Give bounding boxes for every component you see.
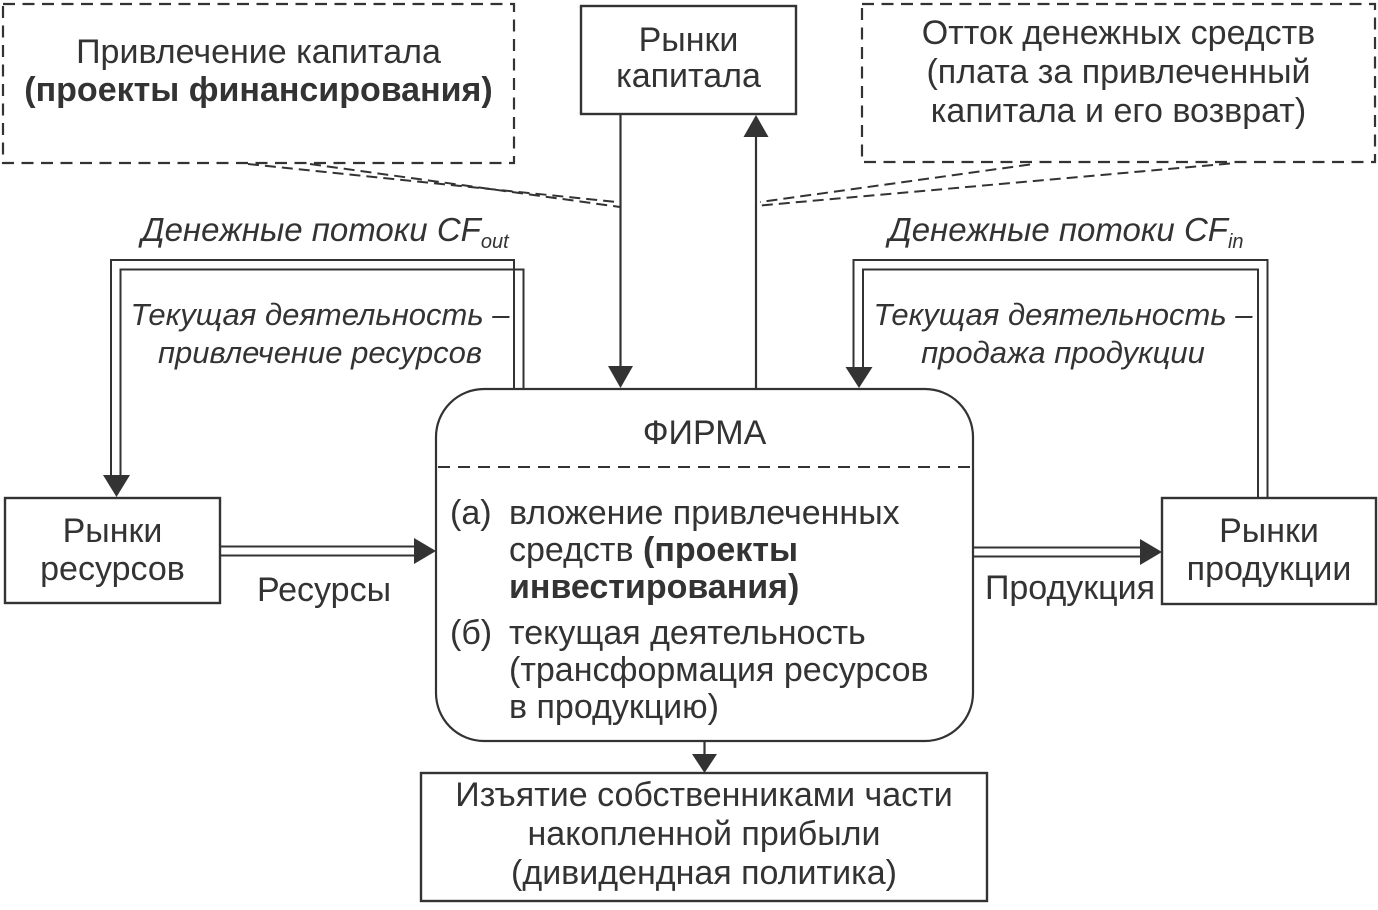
firm-item-b-line3: в продукцию) — [509, 688, 719, 726]
dividends-box: Изъятие собственниками части накопленной… — [421, 776, 987, 893]
product-markets-line1: Рынки — [1219, 512, 1319, 550]
firm-item-a-line3: инвестирования) — [509, 568, 800, 606]
right-loop-line1: Текущая деятельность – — [873, 297, 1253, 332]
product-markets-box: Рынки продукции — [1162, 512, 1376, 588]
resource-markets-box: Рынки ресурсов — [5, 512, 220, 588]
cf-out-label: Денежные потоки CFout — [125, 211, 525, 261]
product-markets-line2: продукции — [1186, 550, 1352, 588]
cf-out-subscript: out — [480, 231, 509, 253]
cf-in-text: Денежные потоки CF — [888, 211, 1228, 248]
financing-box: Привлечение капитала (проекты финансиров… — [3, 33, 514, 109]
outflow-line3: капитала и его возврат) — [930, 92, 1307, 130]
resource-markets-line1: Рынки — [62, 512, 163, 550]
outflow-box: Отток денежных средств (плата за привлеч… — [862, 14, 1375, 131]
resource-markets-box-border — [3, 496, 222, 605]
outflow-box-border — [860, 2, 1377, 164]
firm-item-a-line2-bold: (проекты — [643, 531, 799, 569]
dividends-line3: (дивидендная политика) — [511, 854, 897, 892]
firm-item-b-text: текущая деятельность (трансформация ресу… — [509, 615, 930, 726]
firm-item-a-line1: вложение привлеченных — [509, 494, 900, 532]
firm-item-a: (а) вложение привлеченных средств (проек… — [450, 495, 930, 606]
firm-item-b-marker: (б) — [450, 614, 493, 652]
products-arrow — [973, 539, 1162, 565]
product-markets-box-border — [1160, 496, 1378, 606]
dividends-line2: накопленной прибыли — [527, 815, 881, 853]
cf-in-label: Денежные потоки CFin — [866, 211, 1266, 261]
financing-box-border — [1, 2, 516, 165]
capital-markets-box: Рынки капитала — [581, 22, 796, 94]
firm-item-a-line2-normal: средств — [509, 531, 634, 569]
arrow-capital-to-firm — [608, 115, 633, 388]
firm-item-b-line2: (трансформация ресурсов — [509, 651, 929, 689]
capital-markets-box-border — [579, 4, 798, 116]
cf-out-text: Денежные потоки CF — [141, 211, 481, 248]
firm-item-a-line2: средств (проекты — [509, 532, 930, 569]
left-loop-line1: Текущая деятельность – — [130, 297, 510, 332]
arrow-firm-to-dividends — [692, 742, 717, 773]
outflow-callout-lines — [759, 162, 1231, 207]
products-label: Продукция — [984, 569, 1156, 607]
resource-markets-line2: ресурсов — [40, 550, 185, 588]
financing-callout-lines — [247, 163, 621, 208]
resources-arrow — [220, 538, 436, 564]
left-loop-label: Текущая деятельность – привлечение ресур… — [110, 296, 530, 372]
capital-markets-line1: Рынки — [638, 21, 739, 59]
financing-line2: (проекты финансирования) — [24, 71, 493, 109]
cf-out-pipe — [103, 259, 525, 497]
outflow-line2: (плата за привлеченный — [926, 53, 1311, 91]
firm-item-a-text: вложение привлеченных средств (проекты и… — [509, 495, 930, 606]
firm-item-b: (б) текущая деятельность (трансформация … — [450, 615, 930, 726]
dividends-line1: Изъятие собственниками части — [455, 776, 953, 814]
firm-box-border — [434, 387, 975, 743]
financing-line1: Привлечение капитала — [76, 33, 441, 71]
capital-markets-line2: капитала — [616, 57, 761, 95]
dividends-box-border — [419, 771, 989, 903]
firm-item-b-line1: текущая деятельность — [509, 614, 866, 652]
right-loop-line2: продажа продукции — [921, 335, 1205, 370]
outflow-line1: Отток денежных средств — [921, 14, 1316, 52]
right-loop-label: Текущая деятельность – продажа продукции — [853, 296, 1273, 372]
cf-in-subscript: in — [1227, 231, 1244, 253]
cf-in-pipe — [845, 259, 1269, 497]
left-loop-line2: привлечение ресурсов — [157, 335, 483, 370]
resources-label: Ресурсы — [256, 571, 392, 609]
firm-title: ФИРМА — [642, 414, 767, 452]
arrow-firm-to-capital — [743, 115, 769, 388]
firm-item-a-marker: (а) — [450, 494, 492, 532]
